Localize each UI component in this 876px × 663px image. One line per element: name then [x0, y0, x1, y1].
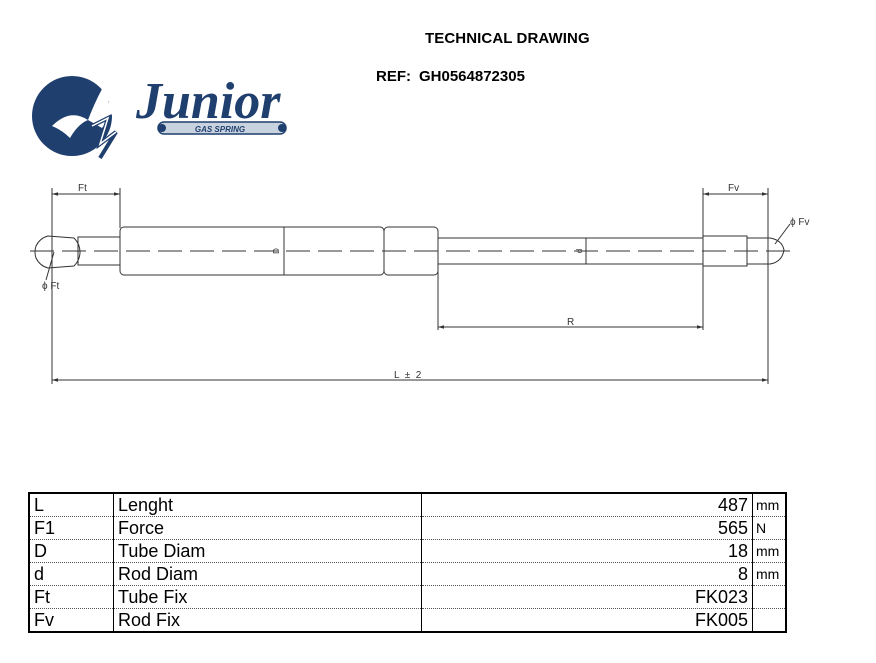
- spec-code: Ft: [28, 585, 114, 609]
- spec-row-force: F1 Force 565 N: [28, 516, 787, 540]
- spec-unit: [752, 585, 787, 609]
- reference-line: REF: GH0564872305: [376, 68, 525, 85]
- piston-rod: [437, 237, 704, 265]
- ref-value: GH0564872305: [419, 68, 525, 85]
- label-r: R: [567, 317, 574, 328]
- label-tube-diam: D: [272, 248, 281, 254]
- spec-value: FK023: [421, 585, 753, 609]
- label-rod-diam: d: [575, 249, 584, 253]
- spec-value: 8: [421, 562, 753, 586]
- logo-rod-end-right: [278, 124, 286, 132]
- rod-end-fitting: [746, 237, 785, 265]
- spec-unit: mm: [752, 562, 787, 586]
- spec-name: Force: [113, 516, 422, 540]
- spec-code: D: [28, 539, 114, 563]
- spec-code: d: [28, 562, 114, 586]
- label-fv: Fv: [728, 183, 739, 194]
- spec-name: Rod Diam: [113, 562, 422, 586]
- ref-label: REF:: [376, 68, 411, 85]
- logo-eagle-head: [52, 115, 88, 138]
- spec-table: L Lenght 487 mm F1 Force 565 N D Tube Di…: [28, 492, 787, 633]
- spec-name: Tube Fix: [113, 585, 422, 609]
- label-l: L ± 2: [394, 370, 422, 381]
- spec-value: 565: [421, 516, 753, 540]
- spec-unit: [752, 608, 787, 633]
- spec-name: Rod Fix: [113, 608, 422, 633]
- spec-code: L: [28, 492, 114, 517]
- spec-unit: mm: [752, 492, 787, 517]
- spec-code: F1: [28, 516, 114, 540]
- spec-row-tube-diam: D Tube Diam 18 mm: [28, 539, 787, 563]
- logo-brand-text: Junior: [135, 73, 281, 130]
- gas-spring-drawing: Ft Fv ϕ Ft ϕ Fv D d R L ± 2: [30, 183, 810, 384]
- leader-phi-fv: [774, 223, 791, 245]
- spec-row-rod-fix: Fv Rod Fix FK005: [28, 608, 787, 633]
- spec-name: Tube Diam: [113, 539, 422, 563]
- page-title: TECHNICAL DRAWING: [425, 30, 590, 47]
- spec-row-rod-diam: d Rod Diam 8 mm: [28, 562, 787, 586]
- label-phi-fv: ϕ Fv: [790, 217, 810, 228]
- tube-end-fitting: [34, 235, 81, 269]
- junior-logo: Junior GAS SPRING: [32, 56, 287, 160]
- logo-lightning-highlight: [91, 116, 117, 146]
- logo-eagle-wing: [88, 56, 126, 128]
- logo-tagline: GAS SPRING: [195, 125, 245, 134]
- spec-value: 487: [421, 492, 753, 517]
- label-phi-ft: ϕ Ft: [42, 281, 59, 292]
- spec-row-length: L Lenght 487 mm: [28, 492, 787, 517]
- spec-name: Lenght: [113, 492, 422, 517]
- spec-code: Fv: [28, 608, 114, 633]
- label-ft: Ft: [78, 183, 87, 194]
- leader-phi-ft: [45, 251, 55, 281]
- logo-rod-end-left: [158, 124, 166, 132]
- spec-value: 18: [421, 539, 753, 563]
- spec-unit: N: [752, 516, 787, 540]
- spec-unit: mm: [752, 539, 787, 563]
- spec-value: FK005: [421, 608, 753, 633]
- spec-row-tube-fix: Ft Tube Fix FK023: [28, 585, 787, 609]
